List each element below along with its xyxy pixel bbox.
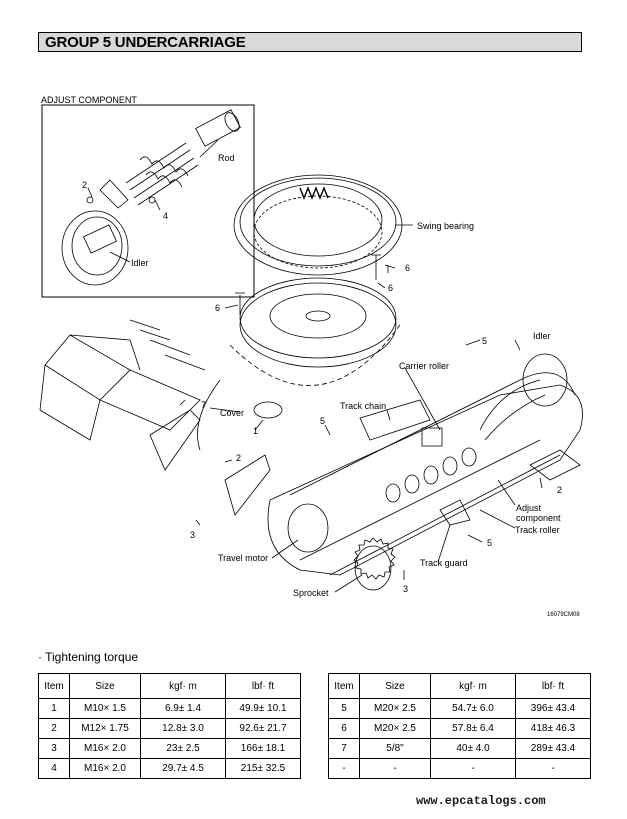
track-shoes: [44, 334, 131, 401]
label-swing-bearing: Swing bearing: [417, 221, 474, 231]
callout-inset-4: 4: [163, 211, 168, 221]
col-size: Size: [359, 673, 431, 699]
cover-plate-left: [149, 409, 201, 471]
track-chain: [359, 399, 431, 441]
callout-guard-2: 2: [236, 453, 241, 463]
col-kgfm: kgf· m: [430, 673, 516, 699]
label-rod: Rod: [218, 153, 235, 163]
label-sprocket: Sprocket: [293, 588, 329, 598]
callout-cover-1: 1: [253, 426, 258, 436]
col-lbfft: lbf· ft: [515, 673, 591, 699]
carrier-roller: [421, 427, 443, 447]
drawing-number: 16079CM08: [547, 612, 580, 618]
callout-sprocket-3: 3: [403, 584, 408, 594]
adjust-component-plate: [529, 449, 581, 481]
section-header: GROUP 5 UNDERCARRIAGE: [38, 32, 582, 52]
label-travel-motor: Travel motor: [218, 553, 268, 563]
adjust-component-inset: [41, 104, 255, 298]
track-frame: [267, 384, 583, 576]
track-guard: [439, 499, 471, 526]
callout-chain-5: 5: [320, 416, 325, 426]
turntable-ring: [239, 282, 397, 368]
callout-shoe-7: 7: [201, 400, 206, 410]
label-adjust-component-line1: Adjust: [516, 503, 542, 513]
label-carrier-roller: Carrier roller: [399, 361, 449, 371]
sprocket-inner: [354, 545, 392, 591]
inset-idler: [61, 210, 129, 286]
col-item: Item: [328, 673, 360, 699]
label-cover: Cover: [220, 408, 244, 418]
callout-guard-5: 5: [487, 538, 492, 548]
track-rollers: [385, 447, 477, 503]
inset-rod: [195, 109, 241, 147]
tightening-torque-title: · Tightening torque: [38, 650, 139, 664]
swing-bearing-outer: [233, 174, 403, 276]
callout-bearing-6a: 6: [405, 263, 410, 273]
table-row: ----: [328, 758, 591, 779]
col-size: Size: [69, 673, 141, 699]
label-track-guard: Track guard: [420, 558, 468, 568]
sprocket: [353, 537, 396, 580]
callout-inset-2: 2: [82, 180, 87, 190]
col-lbfft: lbf· ft: [225, 673, 301, 699]
callout-idler-2: 2: [557, 485, 562, 495]
callout-top-5: 5: [482, 336, 487, 346]
section-title: GROUP 5 UNDERCARRIAGE: [45, 34, 246, 51]
label-idler-inset: Idler: [131, 258, 149, 268]
col-kgfm: kgf· m: [140, 673, 226, 699]
callout-left-3: 3: [190, 530, 195, 540]
callout-bearing-6b: 6: [388, 283, 393, 293]
callout-ring-6: 6: [215, 303, 220, 313]
undercarriage-exploded-diagram: ADJUST COMPONENT Rod Idler Swing bearing…: [39, 95, 583, 618]
label-idler: Idler: [533, 331, 551, 341]
label-adjust-component-line2: component: [516, 513, 561, 523]
adjust-component-title: ADJUST COMPONENT: [41, 95, 137, 105]
label-track-chain: Track chain: [340, 401, 386, 411]
label-track-roller: Track roller: [515, 525, 560, 535]
front-idler: [522, 353, 568, 407]
inset-spring: [125, 142, 199, 206]
watermark-link[interactable]: www.epcatalogs.com: [416, 794, 546, 808]
travel-motor: [287, 503, 329, 553]
col-item: Item: [38, 673, 70, 699]
cover: [253, 401, 283, 419]
cover-plate-mid: [224, 454, 271, 516]
